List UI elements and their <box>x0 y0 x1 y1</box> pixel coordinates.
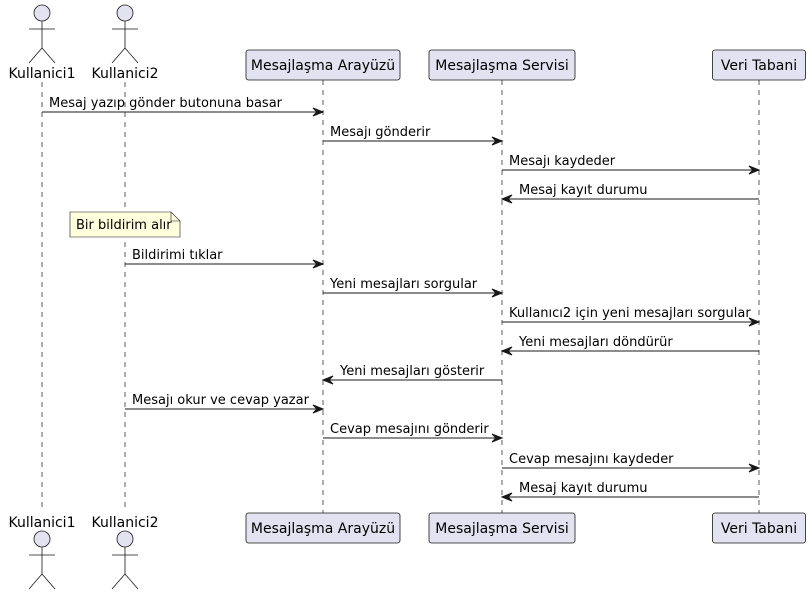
message-arrow-head <box>748 165 761 175</box>
actor-leg-right-top-k1 <box>41 47 56 64</box>
note-fold <box>170 212 180 222</box>
message-label: Cevap mesajını kaydeder <box>509 452 674 467</box>
participant-box-bottom-svc <box>428 512 576 544</box>
message-label: Mesajı kaydeder <box>509 154 616 169</box>
participant-label-bottom-svc: Mesajlaşma Servisi <box>435 521 569 537</box>
note-text: Bir bildirim alır <box>76 218 172 233</box>
message-arrow-head <box>500 194 513 204</box>
message-label: Yeni mesajları gösterir <box>339 364 485 379</box>
message-label: Cevap mesajını gönderir <box>330 422 489 437</box>
actor-head-top-k2 <box>116 4 134 22</box>
participant-box-bottom-ui <box>245 512 401 544</box>
message-label: Mesajı okur ve cevap yazar <box>132 393 310 408</box>
actor-leg-left-top-k2 <box>111 47 126 64</box>
participant-label-top-svc: Mesajlaşma Servisi <box>435 58 569 74</box>
actor-leg-right-bottom-k1 <box>41 573 56 590</box>
actor-leg-left-bottom-k2 <box>111 573 126 590</box>
participant-box-top-ui <box>245 49 401 81</box>
message-label: Bildirimi tıklar <box>132 248 223 263</box>
message-arrow-head <box>500 492 513 502</box>
participant-box-top-db <box>712 49 806 81</box>
message-label: Mesaj kayıt durumu <box>519 481 647 496</box>
message-arrow-head <box>312 404 325 414</box>
actor-leg-left-top-k1 <box>28 47 43 64</box>
participant-label-bottom-db: Veri Tabani <box>721 521 797 537</box>
message-label: Mesaj yazıp gönder butonuna basar <box>49 96 283 111</box>
participant-label-top-db: Veri Tabani <box>721 58 797 74</box>
message-arrow-head <box>491 433 504 443</box>
participant-label-top-ui: Mesajlaşma Arayüzü <box>251 58 395 74</box>
actor-head-top-k1 <box>33 4 51 22</box>
message-label: Mesajı gönderir <box>330 125 431 140</box>
participant-label-top-k1: Kullanici1 <box>9 66 76 82</box>
message-label: Yeni mesajları döndürür <box>518 335 673 350</box>
actor-leg-right-top-k2 <box>124 47 139 64</box>
message-arrow-head <box>748 317 761 327</box>
actor-head-bottom-k2 <box>116 530 134 548</box>
message-arrow-head <box>500 346 513 356</box>
actor-head-bottom-k1 <box>33 530 51 548</box>
message-arrow-head <box>312 259 325 269</box>
message-arrow-head <box>491 288 504 298</box>
message-arrow-head <box>748 463 761 473</box>
actor-leg-right-bottom-k2 <box>124 573 139 590</box>
message-label: Yeni mesajları sorgular <box>329 277 478 292</box>
participant-label-top-k2: Kullanici2 <box>92 66 159 82</box>
message-arrow-head <box>312 107 325 117</box>
participant-label-bottom-k1: Kullanici1 <box>9 515 76 531</box>
note-box <box>69 211 181 238</box>
message-arrow-head <box>321 375 334 385</box>
participant-box-top-svc <box>428 49 576 81</box>
message-label: Mesaj kayıt durumu <box>519 183 647 198</box>
message-arrow-head <box>491 136 504 146</box>
participant-label-bottom-ui: Mesajlaşma Arayüzü <box>251 521 395 537</box>
message-label: Kullanıcı2 için yeni mesajları sorgular <box>509 306 751 321</box>
participant-label-bottom-k2: Kullanici2 <box>92 515 159 531</box>
actor-leg-left-bottom-k1 <box>28 573 43 590</box>
participant-box-bottom-db <box>712 512 806 544</box>
